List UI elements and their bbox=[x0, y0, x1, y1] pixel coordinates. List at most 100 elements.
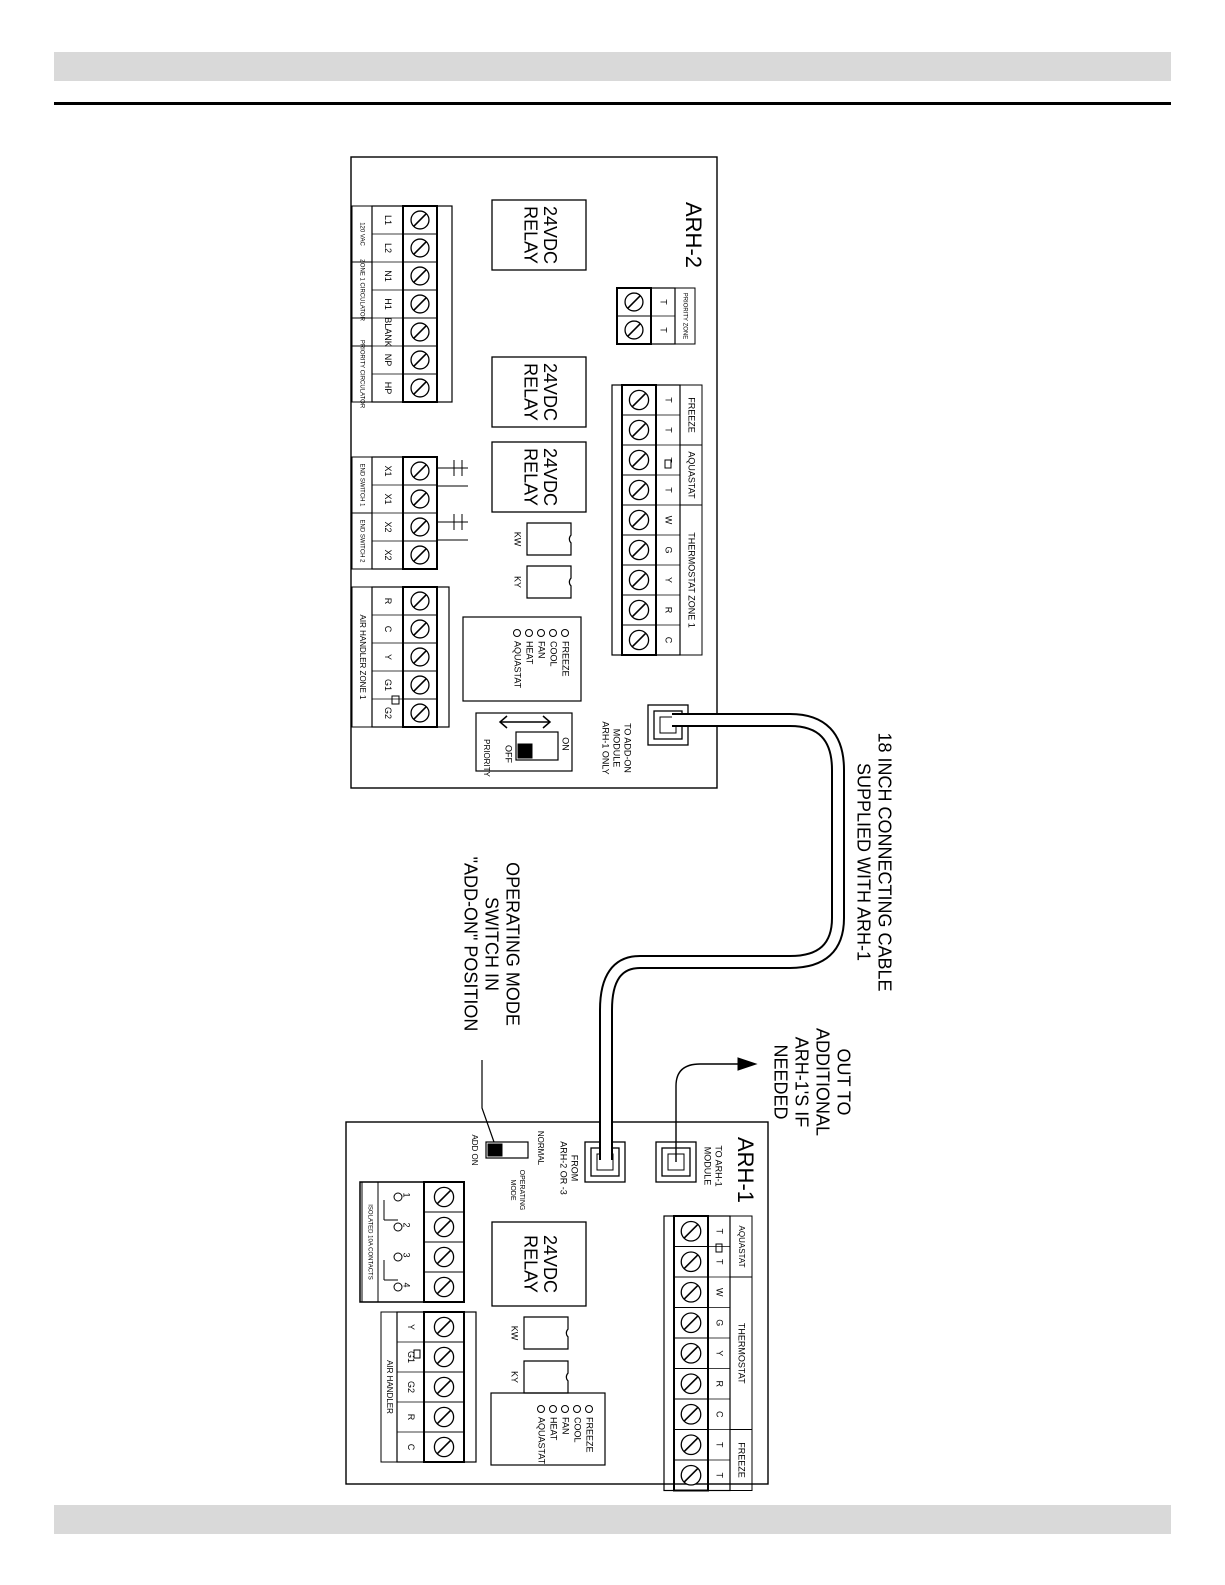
relay-box bbox=[491, 1221, 587, 1307]
screw-slot bbox=[631, 602, 647, 618]
screw-slot bbox=[436, 1319, 452, 1335]
small-relay-label: KY bbox=[513, 576, 523, 588]
relay-label-line2: RELAY bbox=[520, 206, 540, 264]
small-relay-outline bbox=[526, 565, 572, 599]
arh2-right-strip-back bbox=[611, 384, 623, 656]
terminal-label: X1 bbox=[383, 465, 393, 476]
arh1-port-to-label-2: MODULE bbox=[703, 1147, 713, 1186]
screw-slot bbox=[631, 542, 647, 558]
mode-switch-label-2: MODE bbox=[509, 1180, 516, 1201]
relay-label-line1: 24VDC bbox=[540, 1235, 560, 1293]
led-label: COOL bbox=[549, 641, 559, 667]
mode-leader-line bbox=[481, 1060, 495, 1143]
switch-priority-label: PRIORITY bbox=[482, 739, 491, 777]
arh1-board-outline bbox=[345, 1121, 769, 1485]
arh2-relay-ky: KY bbox=[513, 565, 572, 599]
small-relay-outline bbox=[526, 522, 572, 556]
header-bar bbox=[54, 52, 1171, 81]
screw-slot bbox=[413, 622, 427, 636]
arh2-line-terminal-strip bbox=[402, 205, 438, 403]
screw-slot bbox=[631, 632, 647, 648]
screw-slot bbox=[627, 295, 641, 309]
arh1-group-freeze: FREEZE bbox=[737, 1442, 747, 1478]
arh2-group-120vac: 120 VAC bbox=[358, 222, 364, 246]
relay-label-line1: 24VDC bbox=[540, 206, 560, 264]
screw-slot bbox=[683, 1223, 699, 1239]
isolated-contact-number: 2 bbox=[402, 1222, 412, 1227]
terminal-label: C bbox=[406, 1444, 416, 1451]
relay-label-line2: RELAY bbox=[520, 448, 540, 506]
led-icon bbox=[537, 1405, 545, 1413]
switch-off-label: OFF bbox=[504, 745, 514, 763]
screw-slot bbox=[413, 325, 427, 339]
arh2-priority-switch: ON OFF PRIORITY bbox=[475, 712, 573, 778]
arh2-port-label-2: MODULE bbox=[612, 729, 622, 768]
screw-slot bbox=[413, 650, 427, 664]
screw-slot bbox=[683, 1376, 699, 1392]
screw-slot bbox=[436, 1279, 452, 1295]
terminal-label: L1 bbox=[383, 215, 393, 225]
switch-arrowheads bbox=[498, 715, 552, 729]
terminal-label: Y bbox=[715, 1350, 725, 1356]
led-label: HEAT bbox=[549, 1417, 559, 1441]
arh2-thermostat-group bbox=[679, 504, 703, 656]
arh1-group-aquastat: AQUASTAT bbox=[737, 1226, 746, 1268]
callout-cable-line2: SUPPLIED WITH ARH-1 bbox=[853, 763, 873, 961]
mode-switch-addon-label: ADD ON bbox=[470, 1134, 479, 1165]
led-label: HEAT bbox=[525, 641, 535, 665]
terminal-label: T bbox=[664, 487, 674, 493]
contact-icon bbox=[393, 1282, 403, 1292]
callout-cable-line1: 18 INCH CONNECTING CABLE bbox=[874, 732, 894, 991]
led-label: FREEZE bbox=[585, 1417, 595, 1453]
led-label: FAN bbox=[561, 1417, 571, 1435]
screw-slot bbox=[683, 1345, 699, 1361]
callout-outto-line3: ARH-1'S IF bbox=[791, 1037, 811, 1127]
isolated-contact-number: 3 bbox=[402, 1252, 412, 1257]
terminal-label: W bbox=[715, 1288, 725, 1297]
screw-slot bbox=[413, 381, 427, 395]
mode-switch-label-1: OPERATING bbox=[518, 1170, 525, 1211]
led-label: AQUASTAT bbox=[537, 1417, 547, 1465]
callout-outto-line1: OUT TO bbox=[833, 1048, 853, 1115]
arh1-group-isolated: ISOLATED 10A CONTACTS bbox=[366, 1204, 372, 1279]
contact-icon bbox=[393, 1222, 403, 1232]
switch-panel bbox=[475, 712, 573, 772]
led-icon bbox=[549, 629, 557, 637]
screw-slot bbox=[413, 297, 427, 311]
led-label: FAN bbox=[537, 641, 547, 659]
screw-slot bbox=[413, 464, 427, 478]
arh2-board-outline bbox=[350, 156, 718, 789]
terminal-label: G2 bbox=[383, 707, 393, 719]
terminal-label: H1 bbox=[383, 298, 393, 310]
led-panel bbox=[490, 1392, 606, 1466]
mode-switch-knob bbox=[487, 1143, 503, 1157]
connecting-cable bbox=[481, 713, 845, 1162]
arh2-priorityzone-strip bbox=[616, 287, 652, 345]
terminal-label: HP bbox=[383, 382, 393, 395]
screw-slot bbox=[413, 678, 427, 692]
isolated-contact-number: 4 bbox=[402, 1282, 412, 1287]
screw-slot bbox=[413, 548, 427, 562]
arh2-airhandler-group-column bbox=[351, 586, 373, 728]
terminal-label: T bbox=[715, 1229, 725, 1235]
arh1-airhandler-group bbox=[380, 1311, 398, 1463]
terminal-label: G1 bbox=[406, 1351, 416, 1363]
arh2-group-freeze: FREEZE bbox=[687, 397, 697, 433]
terminal-label: C bbox=[383, 626, 393, 633]
out-arrow-line bbox=[675, 1063, 740, 1162]
switch-body bbox=[515, 731, 559, 761]
screw-slot bbox=[413, 213, 427, 227]
contact-icon bbox=[393, 1252, 403, 1262]
switch-on-label: ON bbox=[561, 737, 571, 751]
contact-icon bbox=[393, 1192, 403, 1202]
screw-slot bbox=[631, 452, 647, 468]
screw-slot bbox=[413, 241, 427, 255]
arh1-group-airhandler: AIR HANDLER bbox=[385, 1360, 394, 1414]
screw-slot bbox=[436, 1379, 452, 1395]
screw-slot bbox=[413, 520, 427, 534]
terminal-label: BLANK bbox=[383, 317, 393, 347]
terminal-label: T bbox=[659, 327, 669, 333]
cable-inner bbox=[601, 715, 843, 1160]
